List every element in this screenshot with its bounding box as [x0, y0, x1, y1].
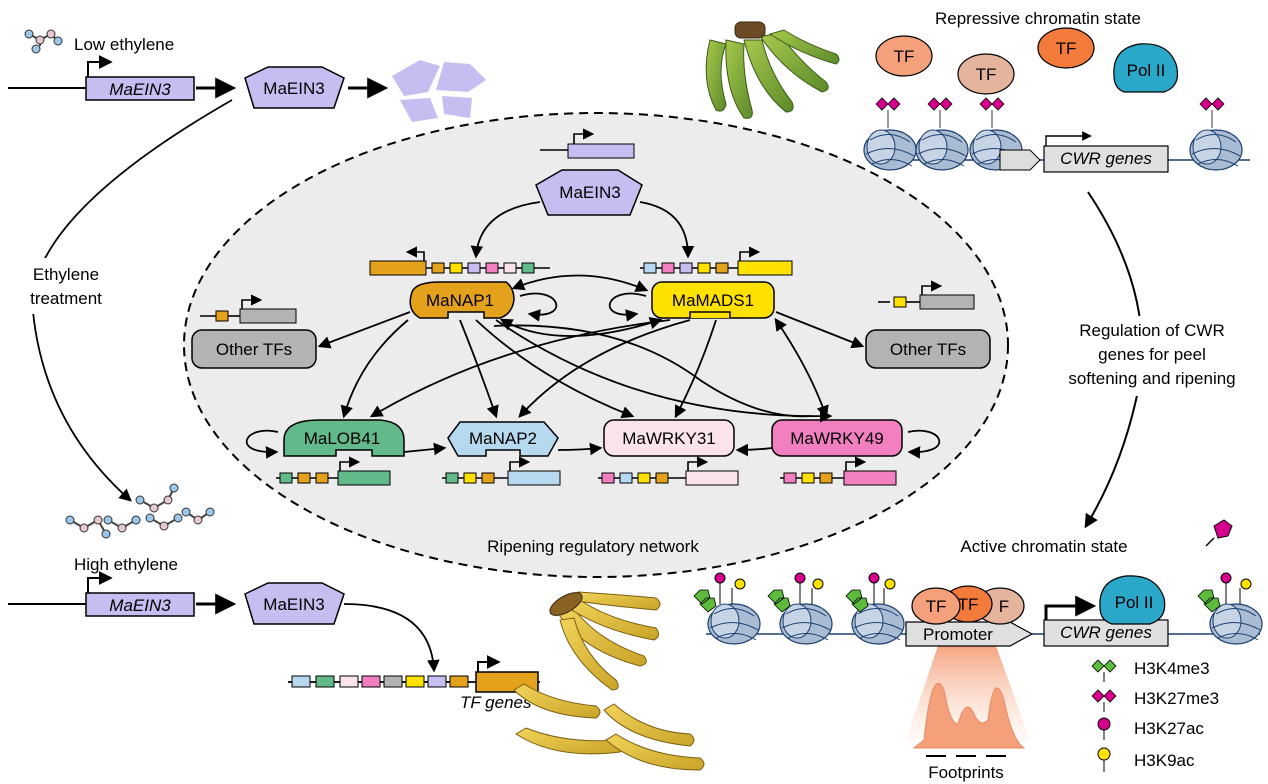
- ethylene-treatment-line1: Ethylene: [33, 265, 99, 284]
- node-mawrky49: [771, 419, 903, 457]
- footprint-peaks: [912, 683, 1026, 749]
- nap1-gene-promoter: [369, 246, 550, 276]
- active-title: Active chromatin state: [960, 537, 1127, 556]
- regulation-line2: genes for peel: [1098, 345, 1206, 364]
- node-manap2-label: MaNAP2: [469, 429, 537, 448]
- maein3-gene-box-high: [85, 592, 195, 617]
- yellow-banana-bunch-icon: [513, 591, 705, 771]
- cwr-gene-repressive: [1043, 145, 1169, 173]
- legend-h3k27ac: H3K27ac: [1134, 719, 1204, 738]
- footprints-label: Footprints: [928, 763, 1004, 782]
- legend-h3k9ac: H3K9ac: [1134, 751, 1195, 770]
- tf-repressive-3-label: TF: [1056, 39, 1077, 58]
- low-ethylene-label: Low ethylene: [74, 35, 174, 54]
- node-mawrky31: [603, 419, 735, 457]
- floating-h3k27me3-icon: [1213, 519, 1233, 539]
- node-manap2: [447, 421, 559, 457]
- node-manap1: [409, 281, 515, 319]
- node-mamads1-label: MaMADS1: [672, 291, 754, 310]
- cwr-gene-active-label: CWR genes: [1060, 623, 1152, 642]
- pol2-repressive-label: Pol II: [1127, 61, 1166, 80]
- tf-active-1-label: TF: [926, 597, 947, 616]
- maein3-protein-label-low: MaEIN3: [263, 79, 324, 98]
- active-histone-marks: [693, 572, 1252, 613]
- tf-repressive-1-label: TF: [894, 47, 915, 66]
- regulation-line3: softening and ripening: [1068, 369, 1235, 388]
- legend-h3k27me3: H3K27me3: [1134, 689, 1219, 708]
- network-maein3: [535, 169, 643, 216]
- pol2-repressive: [1113, 43, 1179, 93]
- maein3-protein-low: [244, 66, 345, 109]
- h3k27me3-icon: [1091, 689, 1117, 703]
- network-title: Ripening regulatory network: [487, 537, 699, 556]
- h3k4me3-icon: [1091, 659, 1117, 673]
- tf-repressive-1: [875, 35, 933, 77]
- h3k27me3-marks: [875, 97, 1225, 128]
- node-mawrky49-label: MaWRKY49: [790, 429, 884, 448]
- maein3-gene-box-low: [85, 76, 195, 101]
- tf-repressive-3: [1037, 27, 1095, 69]
- node-manap1-label: MaNAP1: [426, 291, 494, 310]
- maein3-gene-label-high: MaEIN3: [109, 596, 171, 615]
- h3k9ac-icon: [1097, 747, 1111, 761]
- ethylene-molecule-icon: [24, 29, 63, 54]
- pol2-active: [1099, 575, 1166, 625]
- promoter-label: Promoter: [923, 625, 993, 644]
- tf-active-2-label: TF: [958, 595, 979, 614]
- tf-repressive-2-label: TF: [976, 65, 997, 84]
- high-ethylene-label: High ethylene: [74, 555, 178, 574]
- tf-repressive-2: [957, 53, 1015, 95]
- legend: H3K4me3 H3K27me3 H3K27ac H3K9ac: [1091, 659, 1219, 772]
- tf-genes-promoter: [288, 655, 540, 693]
- node-other-tfs-right-label: Other TFs: [890, 340, 966, 359]
- mads1-gene-promoter: [640, 246, 793, 276]
- network-boundary: [183, 112, 1009, 578]
- node-other-tfs-right: [865, 329, 991, 369]
- node-other-tfs-left: [191, 329, 317, 369]
- bottom-promoters: [276, 456, 897, 486]
- network-maein3-label: MaEIN3: [559, 183, 620, 202]
- regulation-line1: Regulation of CWR: [1079, 321, 1225, 340]
- maein3-gene-label-low: MaEIN3: [109, 80, 171, 99]
- legend-h3k4me3: H3K4me3: [1134, 659, 1210, 678]
- tf-active-partial-label: F: [999, 597, 1009, 616]
- tf-genes-label: TF genes: [460, 693, 532, 712]
- ethylene-molecules-cluster-icon: [65, 483, 215, 539]
- maein3-protein-high: [244, 582, 345, 625]
- node-malob41: [283, 419, 405, 457]
- green-banana-bunch-icon: [705, 21, 840, 119]
- degraded-protein-icon: [392, 60, 486, 122]
- node-mawrky31-label: MaWRKY31: [622, 429, 716, 448]
- maein3-protein-label-high: MaEIN3: [263, 595, 324, 614]
- repressive-title: Repressive chromatin state: [935, 9, 1141, 28]
- pol2-active-label: Pol II: [1115, 593, 1154, 612]
- h3k27ac-icon: [1097, 717, 1111, 731]
- cwr-gene-repressive-label: CWR genes: [1060, 149, 1152, 168]
- node-other-tfs-left-label: Other TFs: [216, 340, 292, 359]
- ethylene-treatment-line2: treatment: [30, 289, 102, 308]
- node-malob41-label: MaLOB41: [304, 429, 381, 448]
